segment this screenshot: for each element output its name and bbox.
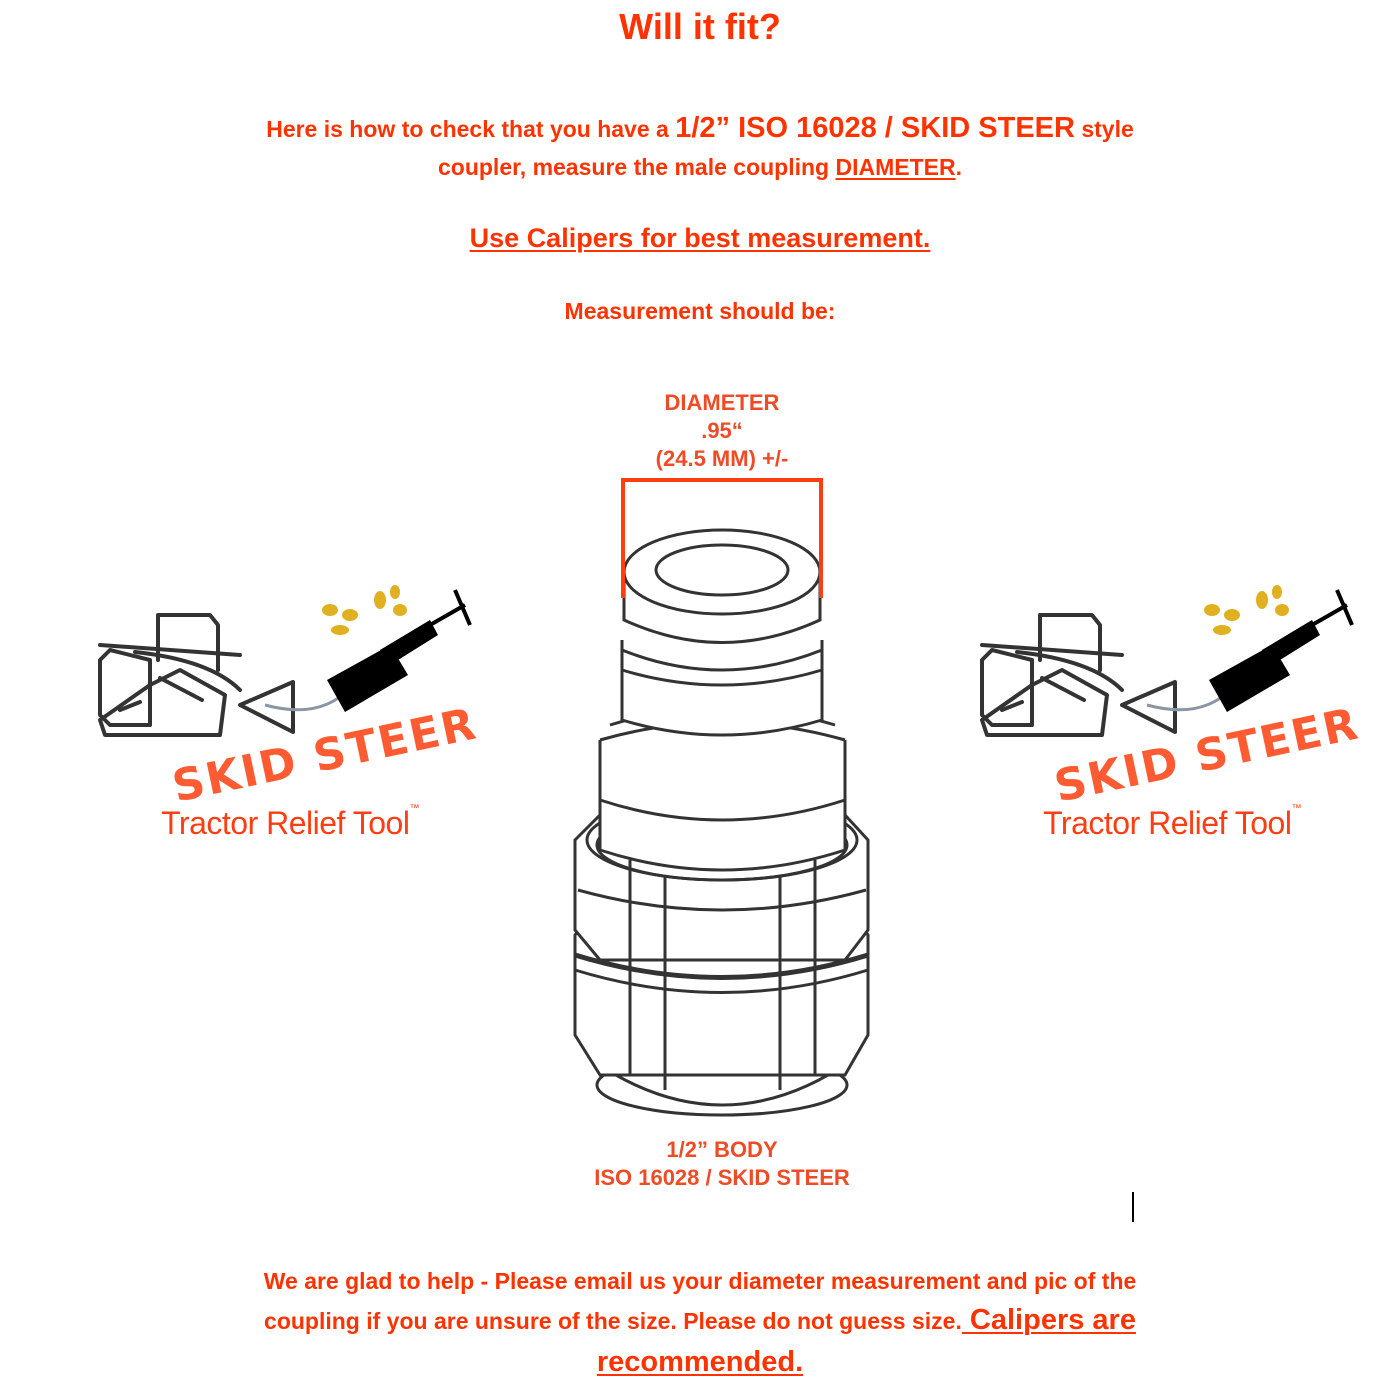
body-label: 1/2” BODY ISO 16028 / SKID STEER: [522, 1136, 922, 1192]
body-standard: ISO 16028 / SKID STEER: [594, 1165, 850, 1190]
skid-steer-logo-right: SKID STEER Tractor Relief Tool™: [972, 580, 1372, 850]
diameter-inches: .95“: [701, 418, 743, 443]
intro-line-2: coupler, measure the male coupling DIAME…: [0, 154, 1400, 181]
intro-text-end: style: [1074, 116, 1134, 142]
body-size: 1/2” BODY: [666, 1137, 778, 1162]
text-cursor: [1132, 1192, 1134, 1222]
measurement-heading: Measurement should be:: [564, 298, 836, 324]
intro-line-1: Here is how to check that you have a 1/2…: [0, 112, 1400, 145]
skid-steer-logo-left: SKID STEER Tractor Relief Tool™: [90, 580, 490, 850]
footer-line-3: recommended.: [0, 1346, 1400, 1379]
footer-line-2: coupling if you are unsure of the size. …: [0, 1304, 1400, 1337]
skid-steer-icon: [98, 585, 472, 737]
page-title: Will it fit?: [619, 6, 781, 47]
brand-name: Tractor Relief Tool™: [972, 803, 1372, 842]
intro-text: Here is how to check that you have a: [266, 116, 676, 142]
diameter-link[interactable]: DIAMETER: [835, 154, 956, 180]
footer-line-1: We are glad to help - Please email us yo…: [263, 1268, 1137, 1294]
brand-text: Tractor Relief Tool: [1043, 805, 1292, 841]
diameter-label: DIAMETER .95“ (24.5 MM) +/-: [522, 389, 922, 473]
calipers-note-text[interactable]: Use Calipers for best measurement.: [469, 223, 931, 253]
diameter-bracket: [621, 478, 823, 598]
intro-text: coupler, measure the male coupling: [437, 154, 836, 180]
trademark: ™: [1291, 803, 1301, 814]
coupler-type: 1/2” ISO 16028 / SKID STEER: [675, 112, 1075, 144]
calipers-note: Use Calipers for best measurement.: [0, 223, 1400, 254]
period: .: [955, 154, 963, 180]
recommended: recommended.: [596, 1346, 804, 1378]
trademark: ™: [409, 803, 419, 814]
footer-text: coupling if you are unsure of the size. …: [264, 1308, 962, 1334]
brand-text: Tractor Relief Tool: [161, 805, 410, 841]
skid-steer-icon: [980, 585, 1354, 737]
diameter-title: DIAMETER: [664, 390, 780, 415]
calipers-recommended: Calipers are: [961, 1304, 1136, 1336]
diameter-mm: (24.5 MM) +/-: [655, 446, 789, 471]
brand-name: Tractor Relief Tool™: [90, 803, 490, 842]
